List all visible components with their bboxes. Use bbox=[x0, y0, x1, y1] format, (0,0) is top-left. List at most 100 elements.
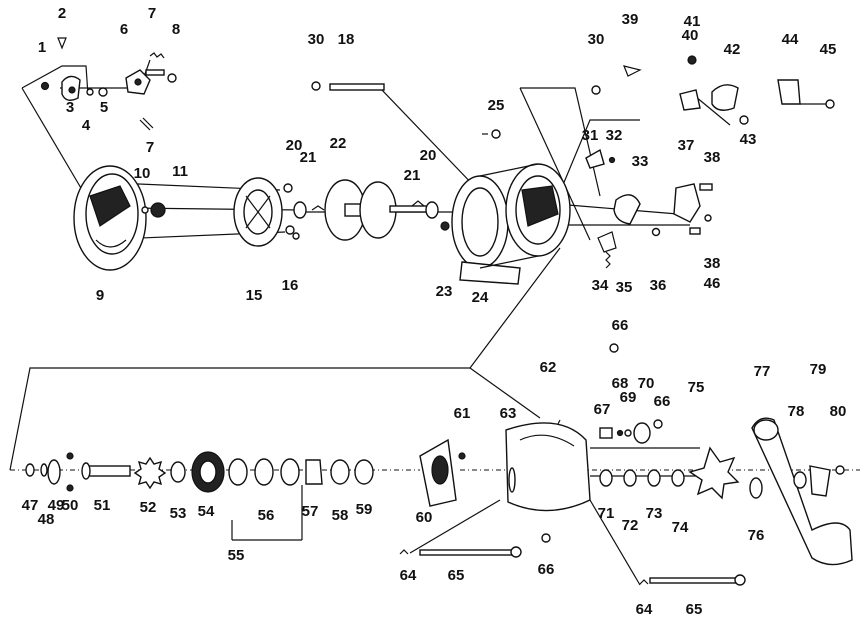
part-label: 38 bbox=[704, 149, 721, 166]
part-68-pin bbox=[616, 429, 624, 437]
part-77-handle bbox=[751, 417, 853, 566]
part-74-washer bbox=[671, 469, 685, 487]
part-70-knob bbox=[633, 422, 651, 444]
part-label: 33 bbox=[632, 153, 649, 170]
part-label: 56 bbox=[258, 507, 275, 524]
part-label: 2 bbox=[58, 5, 66, 22]
part-label: 36 bbox=[650, 277, 667, 294]
part-38-screw-bottom bbox=[689, 227, 701, 235]
part-66-screw-bottom bbox=[541, 533, 551, 543]
part-label: 65 bbox=[686, 601, 703, 618]
part-56-washer bbox=[254, 458, 274, 486]
part-30-nut-left bbox=[311, 81, 321, 91]
part-label: 59 bbox=[356, 501, 373, 518]
part-label: 53 bbox=[170, 505, 187, 522]
part-65-bolt-left bbox=[419, 549, 517, 556]
part-69-ring bbox=[624, 429, 632, 437]
part-label: 67 bbox=[594, 401, 611, 418]
part-11-bearing bbox=[150, 202, 166, 218]
part-23-screw bbox=[440, 221, 450, 231]
part-label: 62 bbox=[540, 359, 557, 376]
part-label: 71 bbox=[598, 505, 615, 522]
part-8-cap bbox=[167, 73, 177, 83]
part-76-washer bbox=[749, 477, 763, 499]
part-label: 61 bbox=[454, 405, 471, 422]
part-label: 43 bbox=[740, 131, 757, 148]
part-35-spring bbox=[605, 251, 611, 269]
part-label: 7 bbox=[148, 5, 156, 22]
part-label: 50 bbox=[62, 497, 79, 514]
part-label: 41 bbox=[684, 13, 701, 30]
part-73-washer bbox=[647, 469, 661, 487]
part-65-bolt-right bbox=[649, 577, 741, 584]
part-48-washer bbox=[40, 463, 48, 477]
part-label: 46 bbox=[704, 275, 721, 292]
part-label: 65 bbox=[448, 567, 465, 584]
part-45-screw bbox=[825, 99, 835, 109]
part-71-bearing bbox=[599, 469, 613, 487]
part-label: 3 bbox=[66, 99, 74, 116]
part-41-screw bbox=[687, 55, 697, 65]
part-10-ring bbox=[141, 206, 149, 214]
part-label: 49 bbox=[48, 497, 65, 514]
part-label: 64 bbox=[400, 567, 417, 584]
part-label: 74 bbox=[672, 519, 689, 536]
part-label: 4 bbox=[82, 117, 91, 134]
part-label: 39 bbox=[622, 11, 639, 28]
part-label: 6 bbox=[120, 21, 128, 38]
part-label: 25 bbox=[488, 97, 505, 114]
part-label: 48 bbox=[38, 511, 55, 528]
part-label: 66 bbox=[612, 317, 629, 334]
part-50-screw-b bbox=[66, 484, 74, 492]
part-label: 8 bbox=[172, 21, 180, 38]
part-label: 37 bbox=[678, 137, 695, 154]
part-50-screw-a bbox=[66, 452, 74, 460]
part-label: 22 bbox=[330, 135, 347, 152]
part-39-spring bbox=[623, 65, 642, 77]
part-label: 60 bbox=[416, 509, 433, 526]
part-label: 45 bbox=[820, 41, 837, 58]
part-label: 78 bbox=[788, 403, 805, 420]
part-33-plate bbox=[613, 194, 641, 225]
part-64-pin-left bbox=[399, 549, 409, 555]
part-label: 32 bbox=[606, 127, 623, 144]
part-label: 35 bbox=[616, 279, 633, 296]
part-51-shaft bbox=[85, 465, 131, 477]
part-55-washer-b bbox=[280, 458, 300, 486]
part-label: 44 bbox=[782, 31, 799, 48]
part-57-key-washer bbox=[305, 459, 323, 485]
part-38-screw-top bbox=[699, 183, 713, 191]
part-label: 68 bbox=[612, 375, 629, 392]
part-label: 51 bbox=[94, 497, 111, 514]
part-2-clip bbox=[57, 37, 67, 50]
part-64-pin-right bbox=[639, 579, 649, 585]
part-label: 31 bbox=[582, 127, 599, 144]
part-label: 66 bbox=[538, 561, 555, 578]
part-40-button bbox=[679, 89, 701, 111]
part-32-pin bbox=[608, 156, 616, 164]
part-43-screw bbox=[739, 115, 749, 125]
part-label: 20 bbox=[420, 147, 437, 164]
part-label: 75 bbox=[688, 379, 705, 396]
part-21-clip bbox=[311, 205, 325, 211]
part-53-washer bbox=[170, 461, 186, 483]
part-31-bracket bbox=[585, 148, 605, 169]
part-label: 15 bbox=[246, 287, 263, 304]
part-1-screw bbox=[40, 81, 50, 91]
part-label: 7 bbox=[146, 139, 154, 156]
part-label: 76 bbox=[748, 527, 765, 544]
part-66-screw-mid bbox=[653, 419, 663, 429]
part-label: 24 bbox=[472, 289, 489, 306]
part-label: 11 bbox=[172, 163, 188, 180]
part-label: 77 bbox=[754, 363, 771, 380]
part-label: 58 bbox=[332, 507, 349, 524]
part-label: 55 bbox=[228, 547, 245, 564]
part-78-nut bbox=[793, 471, 807, 489]
part-75-star-drag bbox=[688, 446, 740, 500]
part-label: 34 bbox=[592, 277, 609, 294]
part-20-bushing bbox=[293, 201, 307, 219]
part-47-ring bbox=[25, 463, 35, 477]
part-label: 18 bbox=[338, 31, 355, 48]
part-79-lock-plate bbox=[809, 465, 831, 497]
